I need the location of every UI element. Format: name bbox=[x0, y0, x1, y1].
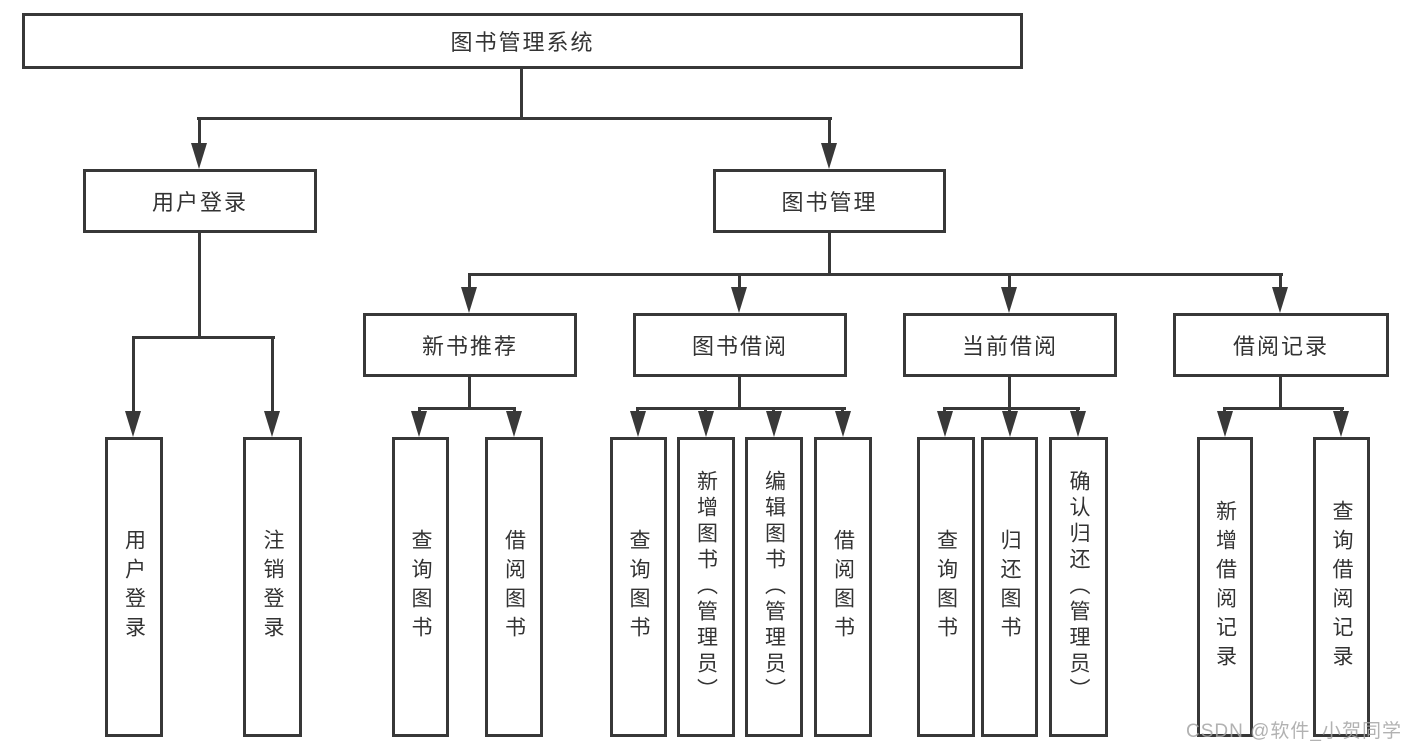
watermark: CSDN @软件_小贺同学 bbox=[1186, 721, 1402, 742]
leaf-user-login-label: 用户登录 bbox=[122, 529, 146, 645]
connector-line bbox=[1279, 377, 1282, 410]
leaf-borrow-query-books-label: 查询图书 bbox=[627, 529, 650, 645]
node-current-borrow-label: 当前借阅 bbox=[961, 334, 1058, 359]
connector-line bbox=[828, 233, 831, 276]
arrow-down-icon bbox=[506, 411, 522, 437]
connector-line bbox=[943, 407, 1080, 410]
connector-line bbox=[738, 273, 741, 291]
arrow-down-icon bbox=[191, 143, 207, 169]
leaf-query-borrow-record: 查询借阅记录 bbox=[1313, 437, 1370, 737]
connector-line bbox=[271, 336, 274, 414]
arrow-down-icon bbox=[461, 287, 477, 313]
leaf-borrow-borrow-books-label: 借阅图书 bbox=[831, 529, 855, 645]
arrow-down-icon bbox=[125, 411, 141, 437]
connector-line bbox=[636, 407, 846, 410]
connector-line bbox=[132, 336, 275, 339]
leaf-borrow-borrow-books: 借阅图书 bbox=[814, 437, 872, 737]
leaf-add-borrow-record: 新增借阅记录 bbox=[1197, 437, 1253, 737]
leaf-borrow-edit-books-admin: 编辑图书（管理员） bbox=[745, 437, 803, 737]
arrow-down-icon bbox=[1333, 411, 1349, 437]
node-new-book-recommend: 新书推荐 bbox=[363, 313, 577, 377]
arrow-down-icon bbox=[630, 411, 646, 437]
leaf-current-query-books: 查询图书 bbox=[917, 437, 975, 737]
connector-line bbox=[738, 377, 741, 410]
arrow-down-icon bbox=[731, 287, 747, 313]
connector-line bbox=[468, 273, 471, 291]
connector-line bbox=[1008, 377, 1011, 410]
arrow-down-icon bbox=[1070, 411, 1086, 437]
leaf-borrow-add-books-admin: 新增图书（管理员） bbox=[677, 437, 735, 737]
leaf-user-login: 用户登录 bbox=[105, 437, 163, 737]
leaf-add-borrow-record-label: 新增借阅记录 bbox=[1213, 500, 1237, 674]
leaf-recommend-query-books-label: 查询图书 bbox=[409, 529, 432, 645]
connector-line bbox=[468, 377, 471, 410]
node-current-borrow: 当前借阅 bbox=[903, 313, 1117, 377]
connector-line bbox=[132, 336, 135, 414]
leaf-query-borrow-record-label: 查询借阅记录 bbox=[1330, 500, 1353, 674]
node-book-borrow-label: 图书借阅 bbox=[691, 334, 788, 359]
leaf-recommend-query-books: 查询图书 bbox=[392, 437, 449, 737]
leaf-recommend-borrow-books: 借阅图书 bbox=[485, 437, 543, 737]
connector-line bbox=[198, 117, 201, 147]
arrow-down-icon bbox=[937, 411, 953, 437]
connector-line bbox=[418, 407, 516, 410]
node-borrow-records: 借阅记录 bbox=[1173, 313, 1389, 377]
arrow-down-icon bbox=[835, 411, 851, 437]
connector-line bbox=[198, 233, 201, 339]
node-new-book-recommend-label: 新书推荐 bbox=[421, 334, 518, 359]
leaf-borrow-add-books-admin-label: 新增图书（管理员） bbox=[694, 470, 718, 704]
node-library-system: 图书管理系统 bbox=[22, 13, 1023, 69]
node-library-system-label: 图书管理系统 bbox=[450, 30, 595, 55]
connector-line bbox=[1279, 273, 1282, 291]
node-user-login: 用户登录 bbox=[83, 169, 317, 233]
connector-line bbox=[197, 117, 832, 120]
connector-line bbox=[828, 117, 831, 147]
leaf-current-return-books-label: 归还图书 bbox=[998, 529, 1021, 645]
connector-line bbox=[1223, 407, 1344, 410]
leaf-current-query-books-label: 查询图书 bbox=[934, 529, 958, 645]
leaf-current-confirm-return-admin: 确认归还（管理员） bbox=[1049, 437, 1108, 737]
arrow-down-icon bbox=[1001, 287, 1017, 313]
connector-line bbox=[1008, 273, 1011, 291]
arrow-down-icon bbox=[821, 143, 837, 169]
leaf-borrow-edit-books-admin-label: 编辑图书（管理员） bbox=[762, 470, 786, 704]
leaf-current-return-books: 归还图书 bbox=[981, 437, 1038, 737]
leaf-current-confirm-return-admin-label: 确认归还（管理员） bbox=[1067, 470, 1090, 704]
node-book-borrow: 图书借阅 bbox=[633, 313, 847, 377]
arrow-down-icon bbox=[766, 411, 782, 437]
arrow-down-icon bbox=[1272, 287, 1288, 313]
leaf-borrow-query-books: 查询图书 bbox=[610, 437, 667, 737]
node-borrow-records-label: 借阅记录 bbox=[1232, 334, 1329, 359]
node-book-management: 图书管理 bbox=[713, 169, 946, 233]
arrow-down-icon bbox=[698, 411, 714, 437]
arrow-down-icon bbox=[411, 411, 427, 437]
node-book-management-label: 图书管理 bbox=[781, 190, 878, 215]
node-user-login-label: 用户登录 bbox=[151, 190, 248, 215]
arrow-down-icon bbox=[1217, 411, 1233, 437]
connector-line bbox=[520, 69, 523, 117]
arrow-down-icon bbox=[264, 411, 280, 437]
arrow-down-icon bbox=[1002, 411, 1018, 437]
leaf-recommend-borrow-books-label: 借阅图书 bbox=[502, 529, 526, 645]
leaf-logout-login-label: 注销登录 bbox=[261, 529, 284, 645]
leaf-logout-login: 注销登录 bbox=[243, 437, 302, 737]
connector-line bbox=[468, 273, 1283, 276]
